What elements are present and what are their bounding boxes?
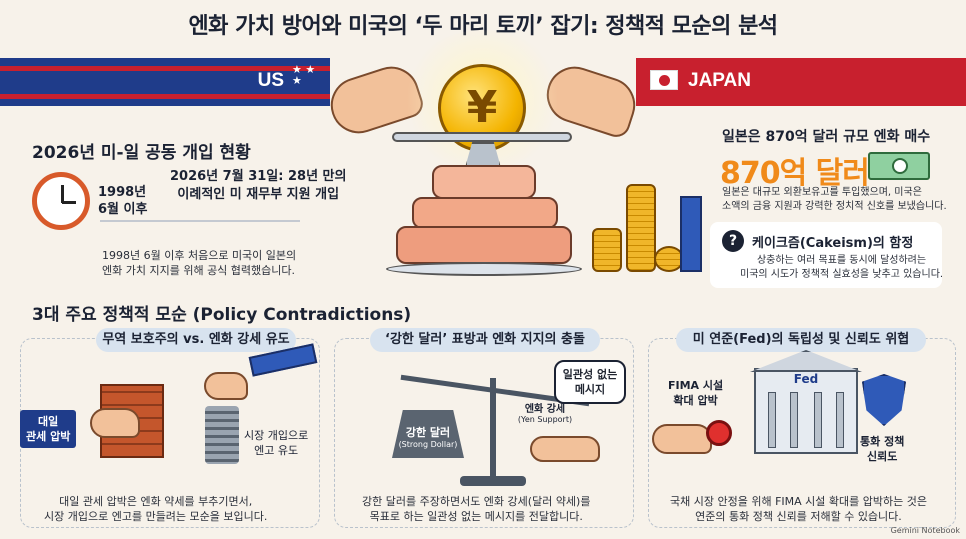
us-stripe bbox=[0, 94, 330, 99]
event-title: 2026년 7월 31일: 28년 만의 이례적인 미 재무부 지원 개입 bbox=[170, 169, 347, 202]
fed-building-icon: Fed bbox=[750, 350, 862, 454]
panel1-desc: 대일 관세 압박은 엔화 약세를 부추기면서, 시장 개입으로 엔고를 만들려는… bbox=[44, 495, 268, 523]
spring-icon bbox=[205, 406, 239, 464]
contradictions-heading: 3대 주요 정책적 모순 (Policy Contradictions) bbox=[32, 305, 412, 325]
weight-label: 강한 달러 bbox=[405, 426, 451, 439]
us-stripe bbox=[0, 66, 330, 71]
panel2-title: ‘강한 달러’ 표방과 엔화 지지의 충돌 bbox=[370, 328, 600, 352]
money-icon bbox=[868, 152, 930, 180]
japan-buy-desc: 일본은 대규모 외환보유고를 투입했으며, 미국은 소액의 금융 지원과 강력한… bbox=[722, 187, 947, 212]
holding-hand-icon bbox=[530, 436, 600, 462]
weight-sub: (Strong Dollar) bbox=[398, 440, 458, 449]
cake-tier-bottom bbox=[396, 226, 572, 264]
japan-label: JAPAN bbox=[688, 70, 751, 91]
tariff-tag: 대일 관세 압박 bbox=[20, 410, 77, 448]
amount-value: 870억 달러 bbox=[720, 156, 870, 191]
cakeism-desc: 상충하는 여러 목표를 동시에 달성하려는 미국의 시도가 정책적 실효성을 낮… bbox=[740, 255, 944, 280]
shield-label: 통화 정책 신뢰도 bbox=[860, 435, 905, 463]
fed-column bbox=[814, 392, 822, 448]
pushing-hand-icon bbox=[90, 408, 140, 438]
bar-chart-icon bbox=[680, 196, 702, 272]
fed-label: Fed bbox=[793, 372, 819, 386]
question-icon: ? bbox=[722, 230, 744, 252]
cakeism-title: 케이크즘(Cakeism)의 함정 bbox=[752, 236, 914, 251]
us-label: US bbox=[257, 70, 284, 91]
intervention-label: 시장 개입으로 엔고 유도 bbox=[244, 429, 309, 457]
fed-column bbox=[836, 392, 844, 448]
scale-base bbox=[460, 476, 526, 486]
strong-dollar-weight: 강한 달러 (Strong Dollar) bbox=[392, 410, 464, 458]
japan-banner: JAPAN bbox=[636, 58, 966, 106]
cake-tier-top bbox=[432, 165, 536, 199]
scale-post bbox=[490, 378, 496, 478]
red-button-icon bbox=[706, 420, 732, 446]
alarm-clock-icon bbox=[32, 172, 90, 230]
since-desc: 1998년 6월 이후 처음으로 미국이 일본의 엔화 가치 지지를 위해 공식… bbox=[102, 249, 297, 277]
cake-stand-plate bbox=[392, 132, 572, 142]
cake-tier-middle bbox=[412, 197, 558, 229]
panel2-desc: 강한 달러를 주장하면서도 엔화 강세(달러 약세)를 목표로 하는 일관성 없… bbox=[362, 495, 591, 523]
yen-support-pan: 엔화 강세 (Yen Support) bbox=[500, 400, 590, 428]
pressing-hand-icon bbox=[204, 372, 248, 400]
fed-column bbox=[790, 392, 798, 448]
japan-flag-icon bbox=[650, 70, 678, 90]
panel3-title: 미 연준(Fed)의 독립성 및 신뢰도 위협 bbox=[676, 328, 926, 352]
since-label: 1998년 6월 이후 bbox=[98, 185, 148, 217]
japan-buy-heading: 일본은 870억 달러 규모 엔화 매수 bbox=[722, 129, 931, 145]
panel1-title: 무역 보호주의 vs. 엔화 강세 유도 bbox=[96, 328, 296, 352]
fima-label: FIMA 시설 확대 압박 bbox=[668, 379, 724, 407]
timeline-line bbox=[100, 220, 300, 222]
stars-icon: ★ ★ ★ bbox=[292, 63, 316, 87]
panel3-desc: 국채 시장 안정을 위해 FIMA 시설 확대를 압박하는 것은 연준의 통화 … bbox=[670, 495, 927, 523]
cake-plate bbox=[386, 262, 582, 276]
inconsistent-message-bubble: 일관성 없는 메시지 bbox=[554, 360, 626, 404]
us-banner: US ★ ★ ★ bbox=[0, 58, 330, 106]
fed-column bbox=[768, 392, 776, 448]
footer-credit: Gemini Notebook bbox=[890, 526, 960, 535]
cakeism-box bbox=[710, 222, 942, 288]
pan-sub: (Yen Support) bbox=[517, 415, 573, 424]
pan-label: 엔화 강세 bbox=[524, 404, 566, 415]
status-heading: 2026년 미-일 공동 개입 현황 bbox=[32, 143, 251, 163]
coin-stack-icon bbox=[626, 184, 656, 272]
coin-stack-icon bbox=[592, 228, 622, 272]
pressing-hand-icon bbox=[652, 424, 712, 454]
